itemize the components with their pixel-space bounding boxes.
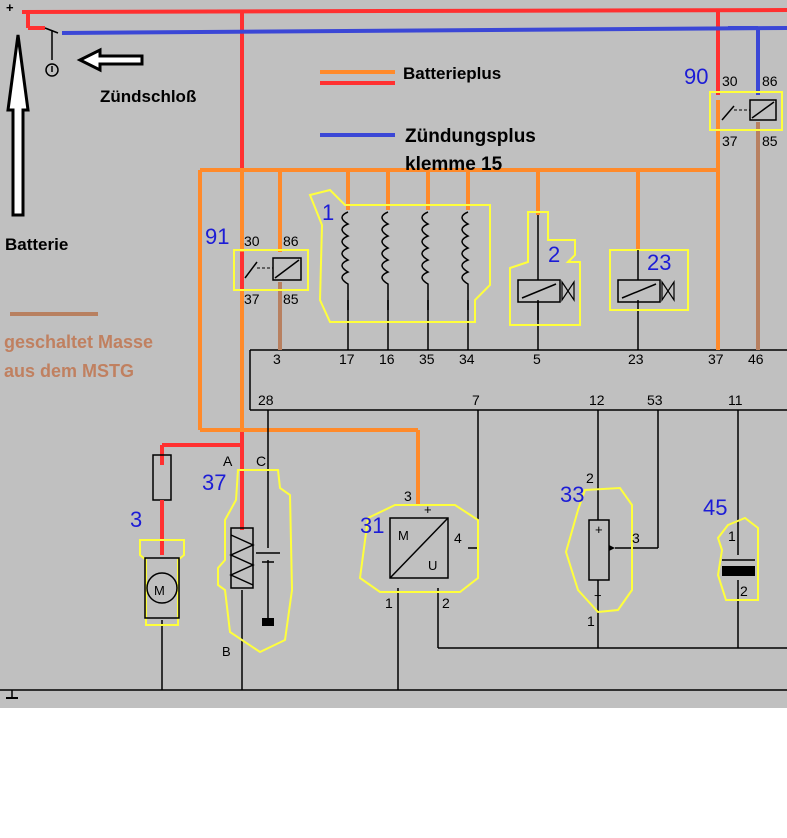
component-number-23: 23	[647, 250, 671, 275]
relay90-pin-85: 85	[762, 133, 778, 149]
potentiometer-pin-3: 3	[632, 530, 640, 546]
ecu-pin-53: 53	[647, 392, 663, 408]
sensor-45: 1 2 45	[703, 495, 759, 601]
module31-pin-2: 2	[442, 595, 450, 611]
legend-battery-plus: Batterieplus	[403, 64, 501, 83]
component-number-31: 31	[360, 513, 384, 538]
lambda-sensor-37: A C B 37	[202, 453, 294, 659]
module31-label-U: U	[428, 558, 437, 573]
ecu-pin-5: 5	[533, 351, 541, 367]
ecu-pin-3: 3	[273, 351, 281, 367]
ecu-pin-46: 46	[748, 351, 764, 367]
potentiometer-pin-1: 1	[587, 613, 595, 629]
ecu-pin-35: 35	[419, 351, 435, 367]
plus-sign: +	[6, 0, 14, 15]
sensor45-pin-1: 1	[728, 528, 736, 544]
injector-2: 2	[509, 211, 581, 326]
module-31: M U + 3 4 1 2 31	[358, 488, 479, 611]
ignition-plus-wires	[61, 26, 787, 95]
component-number-37: 37	[202, 470, 226, 495]
sensor37-label-C: C	[256, 453, 266, 469]
battery-label: Batterie	[5, 235, 68, 254]
arrow-left-icon	[76, 47, 144, 73]
ignition-lock-label: Zündschloß	[100, 87, 196, 106]
component-number-3: 3	[130, 507, 142, 532]
relay91-pin-30: 30	[244, 233, 260, 249]
motor-icon	[146, 572, 178, 604]
ecu-pin-7: 7	[472, 392, 480, 408]
component-number-90: 90	[684, 64, 708, 89]
ecu-pin-17: 17	[339, 351, 355, 367]
ignition-lock-icon	[44, 27, 59, 77]
component-number-45: 45	[703, 495, 727, 520]
ecu-pin-23: 23	[628, 351, 644, 367]
legend: Batterieplus Zündungsplus klemme 15 gesc…	[4, 64, 536, 381]
relay91-pin-86: 86	[283, 233, 299, 249]
ecu-pin-11: 11	[728, 392, 743, 408]
module31-pin-3: 3	[404, 488, 412, 504]
component-number-91: 91	[205, 224, 229, 249]
legend-ignition-plus-2: klemme 15	[405, 154, 503, 175]
relay-90: 90 30 86 37 85	[684, 64, 783, 149]
sensor37-label-A: A	[223, 453, 233, 469]
potentiometer-plus: +	[595, 522, 603, 537]
potentiometer-33: + − 2 3 1 33	[560, 470, 640, 629]
component-number-33: 33	[560, 482, 584, 507]
component-number-1: 1	[322, 200, 334, 225]
module31-pin-1: 1	[385, 595, 393, 611]
relay91-pin-85: 85	[283, 291, 299, 307]
ecu-bottom-pins: 28 7 12 53 11	[258, 392, 743, 408]
module31-plus: +	[424, 502, 432, 517]
potentiometer-pin-2: 2	[586, 470, 594, 486]
ecu-pin-28: 28	[258, 392, 274, 408]
legend-switched-ground-1: geschaltet Masse	[4, 332, 153, 352]
relay90-pin-30: 30	[722, 73, 738, 89]
motor-label: M	[154, 583, 165, 598]
ecu-pin-16: 16	[379, 351, 395, 367]
legend-switched-ground-2: aus dem MSTG	[4, 361, 134, 381]
sensor37-label-B: B	[222, 644, 231, 659]
component-number-2: 2	[548, 242, 560, 267]
module31-label-M: M	[398, 528, 409, 543]
relay-output-wires	[198, 100, 720, 505]
relay91-pin-37: 37	[244, 291, 260, 307]
legend-ignition-plus-1: Zündungsplus	[405, 126, 536, 147]
fuel-pump-3: M 3	[130, 454, 185, 626]
relay-91: 91 30 86 37 85	[205, 224, 309, 307]
ecu-pin-12: 12	[589, 392, 605, 408]
ecu-pin-37: 37	[708, 351, 724, 367]
sensor45-pin-2: 2	[740, 583, 748, 599]
diagram-background	[0, 0, 787, 708]
valve-23: 23	[609, 249, 689, 311]
ground-line	[0, 689, 787, 699]
ecu-pin-34: 34	[459, 351, 475, 367]
relay90-pin-37: 37	[722, 133, 738, 149]
battery-arrow-icon	[6, 34, 30, 217]
ecu-top-pins: 3 17 16 35 34 5 23 37 46	[273, 351, 764, 367]
potentiometer-minus: −	[594, 588, 602, 603]
module31-pin-4: 4	[454, 530, 462, 546]
relay90-pin-86: 86	[762, 73, 778, 89]
switched-ground-wires	[278, 122, 760, 350]
ecu-box	[249, 349, 787, 411]
ignition-coils: 1	[308, 188, 491, 323]
